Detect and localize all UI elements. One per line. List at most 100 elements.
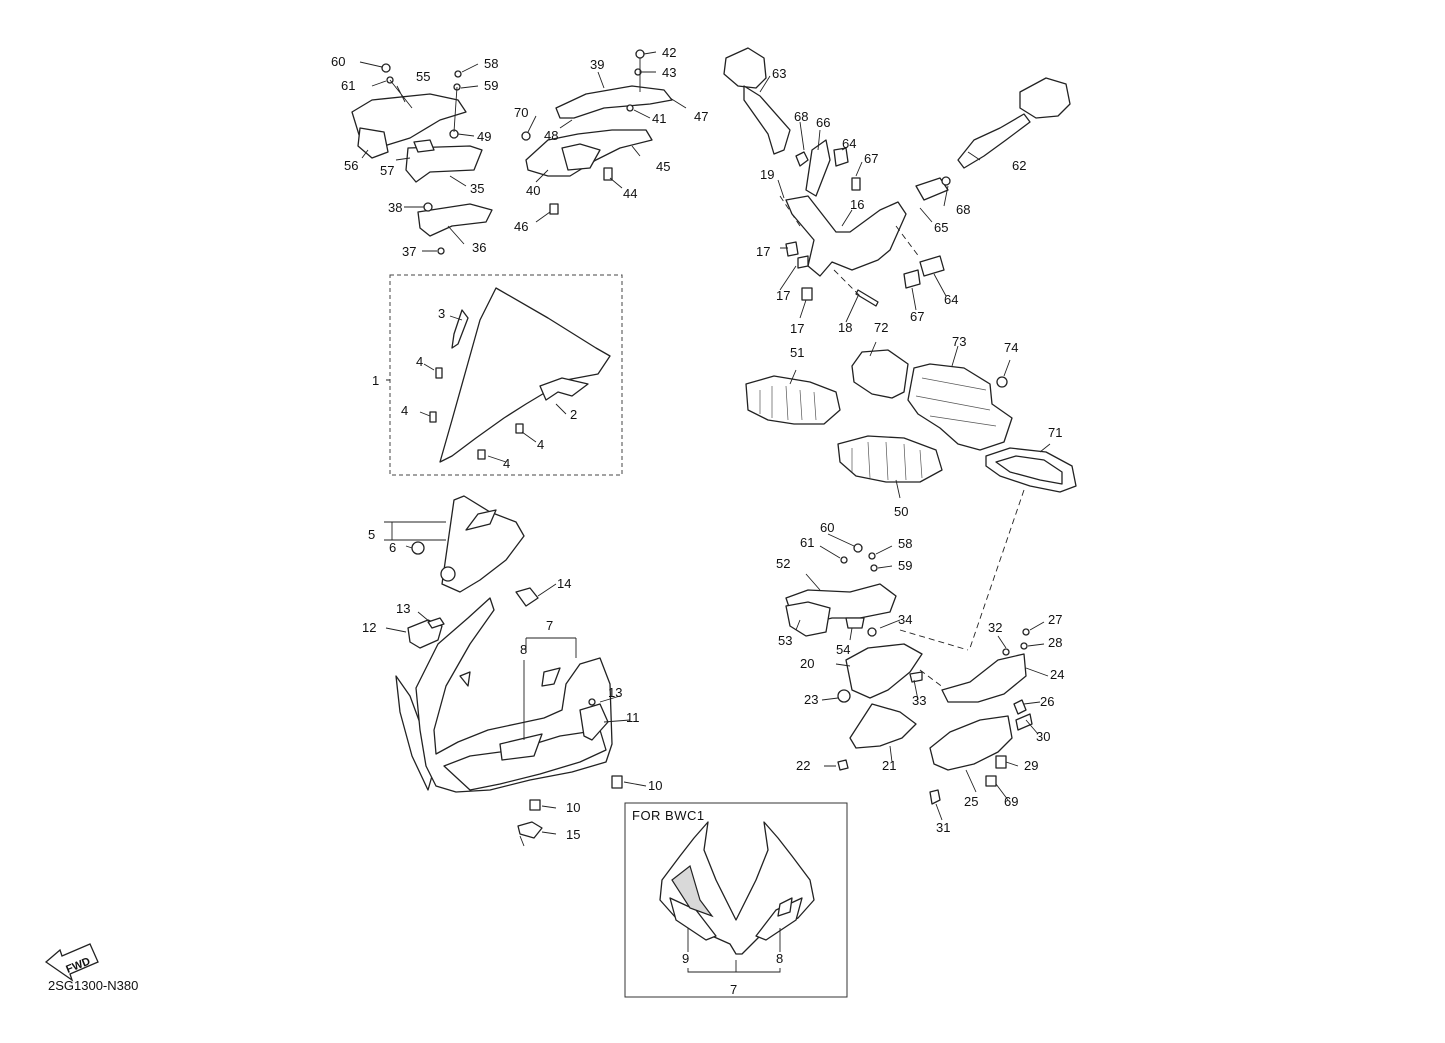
callout-c8a: 8 bbox=[520, 642, 527, 657]
callout-c54: 54 bbox=[836, 642, 850, 657]
callout-c8b: 8 bbox=[776, 951, 783, 966]
callout-c4d: 4 bbox=[503, 456, 510, 471]
callout-c37: 37 bbox=[402, 244, 416, 259]
callout-c39: 39 bbox=[590, 57, 604, 72]
windscreen-group bbox=[386, 274, 623, 476]
callout-c13b: 13 bbox=[608, 685, 622, 700]
callout-c10a: 10 bbox=[648, 778, 662, 793]
callout-c67a: 67 bbox=[864, 151, 878, 166]
callout-c15: 15 bbox=[566, 827, 580, 842]
callout-c3: 3 bbox=[438, 306, 445, 321]
callout-c72: 72 bbox=[874, 320, 888, 335]
air-duct-group bbox=[745, 341, 1077, 649]
callout-c10b: 10 bbox=[566, 800, 580, 815]
callout-c64b: 64 bbox=[944, 292, 958, 307]
callout-c29: 29 bbox=[1024, 758, 1038, 773]
callout-c65: 65 bbox=[934, 220, 948, 235]
callout-c1: 1 bbox=[372, 373, 379, 388]
callout-c51: 51 bbox=[790, 345, 804, 360]
callout-c53: 53 bbox=[778, 633, 792, 648]
callout-c45: 45 bbox=[656, 159, 670, 174]
callout-c13a: 13 bbox=[396, 601, 410, 616]
callout-c71: 71 bbox=[1048, 425, 1062, 440]
callout-c6: 6 bbox=[389, 540, 396, 555]
callout-c74: 74 bbox=[1004, 340, 1018, 355]
callout-c69: 69 bbox=[1004, 794, 1018, 809]
callout-c59b: 59 bbox=[898, 558, 912, 573]
callout-c43: 43 bbox=[662, 65, 676, 80]
callout-c7a: 7 bbox=[546, 618, 553, 633]
callout-c47: 47 bbox=[694, 109, 708, 124]
callout-c35: 35 bbox=[470, 181, 484, 196]
callout-c17b: 17 bbox=[776, 288, 790, 303]
callout-c32: 32 bbox=[988, 620, 1002, 635]
callout-c50: 50 bbox=[894, 504, 908, 519]
callout-c17a: 17 bbox=[756, 244, 770, 259]
mirror-stay-group bbox=[723, 47, 1071, 323]
callout-c9: 9 bbox=[682, 951, 689, 966]
inner-panel-group bbox=[351, 61, 493, 255]
callout-c73: 73 bbox=[952, 334, 966, 349]
callout-c68a: 68 bbox=[794, 109, 808, 124]
variant-box bbox=[624, 802, 848, 998]
callout-c21: 21 bbox=[882, 758, 896, 773]
callout-c28: 28 bbox=[1048, 635, 1062, 650]
callout-c67b: 67 bbox=[910, 309, 924, 324]
callout-c4b: 4 bbox=[401, 403, 408, 418]
callout-c57: 57 bbox=[380, 163, 394, 178]
callout-c31: 31 bbox=[936, 820, 950, 835]
callout-c22: 22 bbox=[796, 758, 810, 773]
callout-c17c: 17 bbox=[790, 321, 804, 336]
callout-c26: 26 bbox=[1040, 694, 1054, 709]
callout-c63: 63 bbox=[772, 66, 786, 81]
callout-c42: 42 bbox=[662, 45, 676, 60]
callout-c55: 55 bbox=[416, 69, 430, 84]
callout-c36: 36 bbox=[472, 240, 486, 255]
callout-c24: 24 bbox=[1050, 667, 1064, 682]
front-cowl-group bbox=[384, 495, 647, 847]
callout-c4c: 4 bbox=[537, 437, 544, 452]
callout-c20: 20 bbox=[800, 656, 814, 671]
callout-c14: 14 bbox=[557, 576, 571, 591]
callout-c66: 66 bbox=[816, 115, 830, 130]
callout-c34: 34 bbox=[898, 612, 912, 627]
callout-c49: 49 bbox=[477, 129, 491, 144]
callout-c5: 5 bbox=[368, 527, 375, 542]
callout-c33: 33 bbox=[912, 693, 926, 708]
callout-c25: 25 bbox=[964, 794, 978, 809]
callout-c56: 56 bbox=[344, 158, 358, 173]
drawing-code: 2SG1300-N380 bbox=[48, 978, 138, 993]
callout-c44: 44 bbox=[623, 186, 637, 201]
callout-c19: 19 bbox=[760, 167, 774, 182]
callout-c70: 70 bbox=[514, 105, 528, 120]
fwd-arrow-icon: FWD bbox=[44, 943, 99, 982]
callout-c40: 40 bbox=[526, 183, 540, 198]
callout-c7b: 7 bbox=[730, 982, 737, 997]
callout-c41: 41 bbox=[652, 111, 666, 126]
callout-c30: 30 bbox=[1036, 729, 1050, 744]
callout-c60a: 60 bbox=[331, 54, 345, 69]
callout-c52: 52 bbox=[776, 556, 790, 571]
callout-c60b: 60 bbox=[820, 520, 834, 535]
meter-panel-group bbox=[521, 49, 687, 223]
callout-c62: 62 bbox=[1012, 158, 1026, 173]
callout-c58b: 58 bbox=[898, 536, 912, 551]
variant-label: FOR BWC1 bbox=[632, 808, 705, 823]
callout-c61b: 61 bbox=[800, 535, 814, 550]
callout-c59a: 59 bbox=[484, 78, 498, 93]
callout-c68b: 68 bbox=[956, 202, 970, 217]
callout-c4a: 4 bbox=[416, 354, 423, 369]
callout-c12: 12 bbox=[362, 620, 376, 635]
callout-c18: 18 bbox=[838, 320, 852, 335]
callout-c16: 16 bbox=[850, 197, 864, 212]
callout-c48: 48 bbox=[544, 128, 558, 143]
callout-c46: 46 bbox=[514, 219, 528, 234]
callout-c64a: 64 bbox=[842, 136, 856, 151]
callout-c38: 38 bbox=[388, 200, 402, 215]
callout-c58a: 58 bbox=[484, 56, 498, 71]
callout-c23: 23 bbox=[804, 692, 818, 707]
callout-c61a: 61 bbox=[341, 78, 355, 93]
callout-c27: 27 bbox=[1048, 612, 1062, 627]
